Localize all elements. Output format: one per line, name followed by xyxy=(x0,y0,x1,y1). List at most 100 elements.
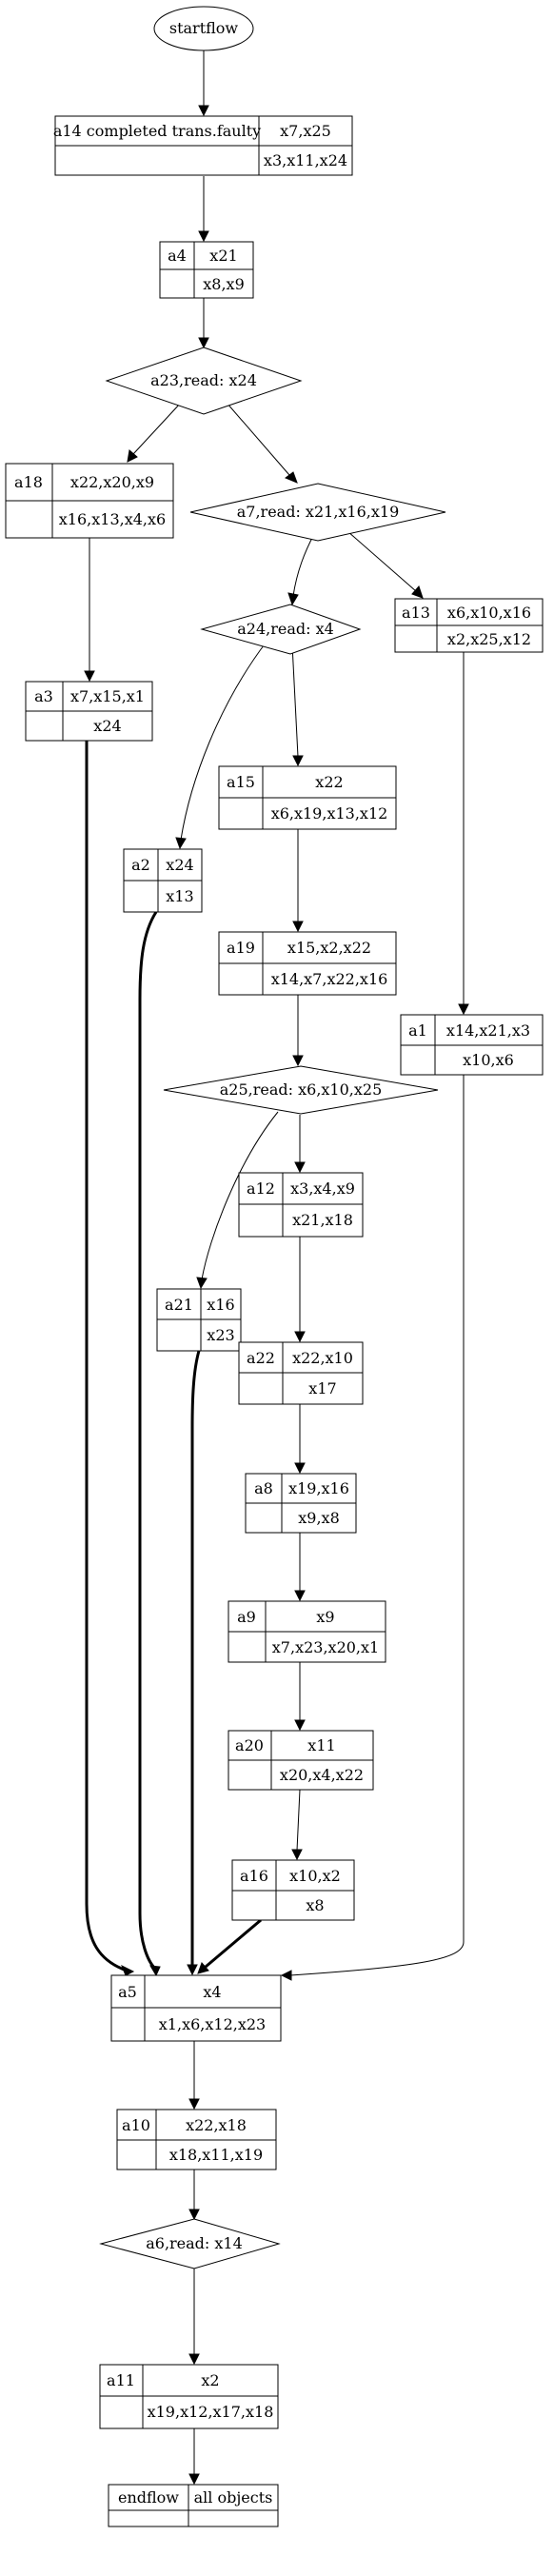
decision-a6: a6,read: x14 xyxy=(99,2218,281,2269)
decision-label: a24,read: x4 xyxy=(237,620,334,638)
decision-label: a7,read: x21,x16,x19 xyxy=(237,503,400,521)
edge-arrowhead xyxy=(294,1161,306,1174)
edge-arrowhead xyxy=(188,2353,200,2366)
node-id: a1 xyxy=(408,1021,427,1040)
node-bottom-vars: x1,x6,x12,x23 xyxy=(159,2015,266,2033)
node-id: a4 xyxy=(168,247,187,265)
edge-a24-a2 xyxy=(180,641,267,841)
edge-a20-a16 xyxy=(296,1789,301,1852)
node-bottom-vars: x13 xyxy=(166,887,193,905)
node-top-vars: x21 xyxy=(209,247,237,265)
node-a15: a15 x22 x6,x19,x13,x12 xyxy=(218,765,397,830)
node-bottom-vars: x19,x12,x17,x18 xyxy=(148,2403,274,2421)
edge-arrowhead xyxy=(187,1964,198,1976)
node-id: a8 xyxy=(254,1479,273,1497)
node-id: a18 xyxy=(14,473,43,491)
edge-a24-a15 xyxy=(291,644,299,758)
node-bottom-vars: x7,x23,x20,x1 xyxy=(272,1638,379,1656)
edge-a2-a5 xyxy=(138,911,158,1971)
node-a14: a14 completed trans.faulty x7,x25 x3,x11… xyxy=(53,115,353,176)
edge-arrowhead xyxy=(149,1965,161,1977)
node-a20: a20 x11 x20,x4,x22 xyxy=(228,1730,374,1791)
edge-arrowhead xyxy=(458,1003,469,1016)
node-top-vars: x4 xyxy=(203,1983,221,2001)
node-top-vars: x10,x2 xyxy=(289,1867,341,1885)
node-a4: a4 x21 x8,x9 xyxy=(159,241,254,299)
edge-arrowhead xyxy=(188,2209,200,2221)
node-top-vars: x9 xyxy=(316,1608,334,1626)
node-a2: a2 x24 x13 xyxy=(123,848,203,913)
node-id: a21 xyxy=(165,1296,193,1314)
node-bottom-vars: x3,x11,x24 xyxy=(264,151,347,169)
node-bottom-vars: x9,x8 xyxy=(298,1509,340,1527)
node-id: a20 xyxy=(235,1736,264,1754)
node-bottom-vars: x8,x9 xyxy=(203,275,245,293)
node-top-vars: x14,x21,x3 xyxy=(446,1021,530,1040)
edge-arrowhead xyxy=(127,449,138,463)
node-top-vars: x19,x16 xyxy=(288,1479,349,1497)
node-top-vars: x22,x20,x9 xyxy=(70,473,154,491)
node-a21: a21 x16 x23 xyxy=(156,1288,242,1352)
decision-a7: a7,read: x21,x16,x19 xyxy=(189,483,446,542)
node-bottom-vars: x10,x6 xyxy=(463,1051,514,1069)
node-top-vars: x22 xyxy=(315,773,343,791)
edge-arrowhead xyxy=(294,1590,306,1602)
node-id: a2 xyxy=(131,856,150,874)
edge-arrowhead xyxy=(196,1277,208,1290)
node-bottom-vars: x17 xyxy=(308,1379,336,1397)
edge-arrowhead xyxy=(188,2098,200,2110)
node-id: a11 xyxy=(107,2371,135,2389)
node-bottom-vars: x8 xyxy=(306,1896,324,1914)
decision-a24: a24,read: x4 xyxy=(200,604,362,655)
edge-a16-a5 xyxy=(205,1918,262,1969)
edges xyxy=(84,50,469,2486)
edge-arrowhead xyxy=(294,1719,306,1732)
edge-arrowhead xyxy=(198,105,209,117)
node-top-vars: x16 xyxy=(207,1296,234,1314)
node-id: a5 xyxy=(118,1983,137,2001)
edge-arrowhead xyxy=(292,755,304,767)
node-a9: a9 x9 x7,x23,x20,x1 xyxy=(228,1600,386,1663)
node-bottom-vars: x16,x13,x4,x6 xyxy=(59,510,166,528)
node-id: a15 xyxy=(227,773,255,791)
edge-arrowhead xyxy=(121,1964,135,1976)
start-node: startflow xyxy=(153,6,254,51)
node-id: a12 xyxy=(247,1179,275,1198)
decision-label: a25,read: x6,x10,x25 xyxy=(220,1080,383,1099)
edge-arrowhead xyxy=(198,337,209,349)
node-a5: a5 x4 x1,x6,x12,x23 xyxy=(110,1974,282,2042)
edge-a1-a5 xyxy=(289,1075,465,1976)
node-top-vars: x2 xyxy=(201,2371,219,2389)
edge-arrowhead xyxy=(198,230,209,243)
node-a13: a13 x6,x10,x16 x2,x25,x12 xyxy=(394,598,544,653)
end-node: endflow all objects xyxy=(108,2484,279,2527)
edge-arrowhead xyxy=(292,921,304,933)
node-bottom-vars: x2,x25,x12 xyxy=(447,630,531,648)
node-top-vars: x15,x2,x22 xyxy=(287,939,371,957)
node-id: a10 xyxy=(122,2116,150,2134)
edge-arrowhead xyxy=(291,1849,303,1861)
edge-arrowhead xyxy=(188,2473,200,2486)
node-id: a22 xyxy=(247,1349,275,1367)
node-a22: a22 x22,x10 x17 xyxy=(238,1341,364,1405)
node-bottom-vars: x21,x18 xyxy=(292,1211,353,1229)
edge-a7-a24 xyxy=(292,533,315,597)
node-top-vars: x11 xyxy=(307,1736,335,1754)
end-objects-label: all objects xyxy=(194,2488,273,2507)
node-a12: a12 x3,x4,x9 x21,x18 xyxy=(238,1172,364,1238)
edge-a25-a21 xyxy=(201,1111,279,1280)
node-top-vars: x24 xyxy=(166,856,193,874)
edge-a21-a5 xyxy=(190,1350,201,1965)
edge-arrowhead xyxy=(285,471,298,484)
node-id: a9 xyxy=(237,1608,256,1626)
decision-a25: a25,read: x6,x10,x25 xyxy=(163,1065,439,1115)
node-bottom-vars: x23 xyxy=(207,1326,234,1344)
end-label: endflow xyxy=(118,2488,179,2507)
node-id: a16 xyxy=(240,1867,268,1885)
node-bottom-vars: x6,x19,x13,x12 xyxy=(271,804,388,822)
node-bottom-vars: x14,x7,x22,x16 xyxy=(271,970,388,988)
edge-a23-a7 xyxy=(226,402,290,476)
node-a3: a3 x7,x15,x1 x24 xyxy=(25,681,153,742)
decision-label: a23,read: x24 xyxy=(150,371,257,389)
